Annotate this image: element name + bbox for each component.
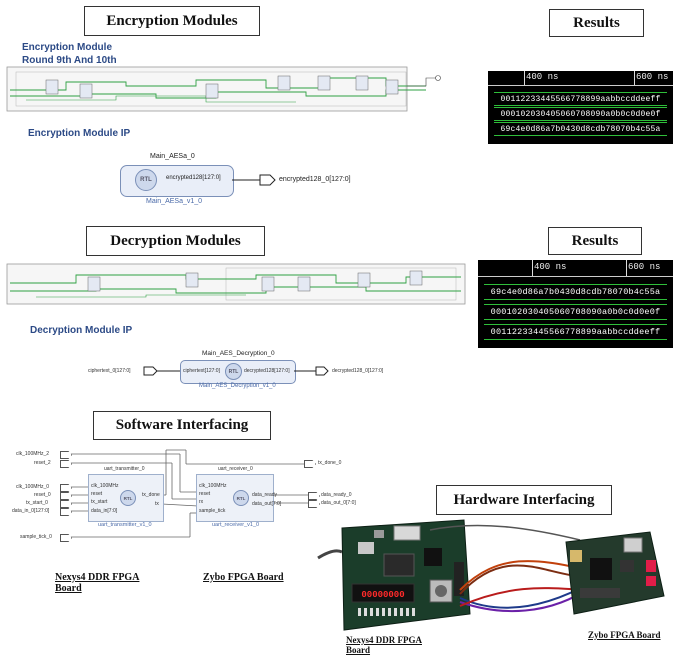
waveform-tick: [532, 260, 533, 276]
waveform-lane: 000102030405060708090a0b0c0d0e0f: [484, 304, 667, 320]
input-port-icon: [60, 492, 72, 500]
tx-port-out: tx_done: [142, 492, 160, 498]
rx-port-out: data_ready: [252, 492, 278, 498]
waveform-value: 00112233445566778899aabbccddeeff: [500, 94, 661, 104]
software-wires: [68, 449, 308, 538]
decryption-ip-port-out: decrypted128[127:0]: [244, 368, 290, 374]
output-port-icon: [308, 492, 320, 500]
decryption-output-wire: [294, 366, 329, 376]
rx-port-in: reset: [199, 491, 211, 497]
waveform-lane: 00112233445566778899aabbccddeeff: [484, 324, 667, 340]
zybo-photo-caption: Zybo FPGA Board: [588, 630, 661, 640]
waveform-tick-label: 400 ns: [534, 262, 567, 272]
encryption-modules-title: Encryption Modules: [84, 6, 260, 36]
encryption-ip-port-out: encrypted128[127:0]: [166, 175, 221, 181]
waveform-tick-label: 600 ns: [636, 72, 669, 82]
waveform-value: 000102030405060708090a0b0c0d0e0f: [490, 307, 661, 317]
top-input-label: reset_2: [34, 460, 51, 466]
waveform-lane: 00112233445566778899aabbccddeeff: [494, 92, 667, 106]
input-port-icon: [60, 534, 72, 542]
rx-port-in: rx: [199, 499, 204, 505]
waveform-lane: 69c4e0d86a7b0430d8cdb78070b4c55a: [494, 122, 667, 136]
encryption-rtl-icon: RTL: [135, 169, 157, 191]
waveform-lane: 000102030405060708090a0b0c0d0e0f: [494, 107, 667, 121]
uart-receiver-block[interactable]: [196, 474, 274, 522]
rx-caption: uart_receiver_v1_0: [212, 522, 260, 528]
waveform-value: 69c4e0d86a7b0430d8cdb78070b4c55a: [490, 287, 661, 297]
encryption-ip-caption: Main_AESa_v1_0: [146, 198, 203, 205]
hardware-interfacing-title: Hardware Interfacing: [436, 485, 612, 515]
tx-rtl-icon: RTL: [120, 490, 136, 506]
output-label: data_ready_0: [321, 492, 352, 498]
seven-segment-display: 00000000: [361, 590, 404, 600]
zybo-board-caption: Zybo FPGA Board: [203, 572, 284, 583]
encryption-heading-line2: Round 9th And 10th: [22, 55, 117, 66]
decryption-input-wire: [143, 366, 180, 376]
tx-port-in: clk_100MHz: [91, 483, 119, 489]
nexys-board-caption: Nexys4 DDR FPGA Board: [55, 572, 140, 594]
tx-port-in: data_in[7:0]: [91, 508, 118, 514]
output-port-icon: [308, 500, 320, 508]
left-input-label: tx_start_0: [26, 500, 48, 506]
tx-instance-label: uart_transmitter_0: [104, 466, 145, 472]
results-title-1: Results: [549, 9, 644, 37]
tx-port-in: reset: [91, 491, 103, 497]
nexys4-board-image: 00000000: [317, 519, 471, 631]
left-input-label: clk_100MHz_0: [16, 484, 50, 490]
input-port-icon: [60, 484, 72, 492]
waveform-tick-label: 600 ns: [628, 262, 661, 272]
waveform-ruler: [478, 260, 673, 277]
input-port-icon: [60, 508, 72, 516]
decryption-round-schematic: [6, 263, 466, 305]
waveform-ruler: [488, 71, 673, 86]
waveform-tick: [626, 260, 627, 276]
encryption-output-net: encrypted128_0[127:0]: [279, 176, 351, 183]
waveform-tick: [634, 71, 635, 85]
waveform-value: 69c4e0d86a7b0430d8cdb78070b4c55a: [500, 124, 661, 134]
waveform-value: 00112233445566778899aabbccddeeff: [490, 327, 661, 337]
waveform-tick-label: 400 ns: [526, 72, 559, 82]
waveform-value: 000102030405060708090a0b0c0d0e0f: [500, 109, 661, 119]
encryption-ip-instance: Main_AESa_0: [150, 153, 195, 160]
rx-port-in: sample_tick: [199, 508, 226, 514]
output-label: data_out_0[7:0]: [321, 500, 356, 506]
left-input-label: data_in_0[127:0]: [12, 508, 50, 514]
tx-caption: uart_transmitter_v1_0: [98, 522, 152, 528]
rx-port-out: data_out[7:0]: [252, 501, 282, 507]
tx-done-output-label: tx_done_0: [318, 460, 342, 466]
decryption-ip-instance: Main_AES_Decryption_0: [202, 350, 275, 357]
decryption-input-net: ciphertext_0[127:0]: [88, 368, 131, 374]
waveform-lane: 69c4e0d86a7b0430d8cdb78070b4c55a: [484, 284, 667, 300]
sample-tick-label: sample_tick_0: [20, 534, 52, 540]
output-port-icon: [304, 460, 316, 468]
decryption-rtl-icon: RTL: [225, 363, 242, 380]
input-port-icon: [60, 460, 72, 468]
results-waveform-1: 400 ns 600 ns 00112233445566778899aabbcc…: [488, 71, 673, 144]
results-waveform-2: 400 ns 600 ns 69c4e0d86a7b0430d8cdb78070…: [478, 260, 673, 348]
decryption-output-net: decrypted128_0[127:0]: [332, 368, 384, 374]
tx-port-out: tx: [155, 501, 159, 507]
left-input-label: reset_0: [34, 492, 51, 498]
decryption-ip-caption: Main_AES_Decryption_v1_0: [199, 383, 276, 389]
rx-rtl-icon: RTL: [233, 490, 249, 506]
rx-instance-label: uart_receiver_0: [218, 466, 253, 472]
input-port-icon: [60, 500, 72, 508]
nexys-photo-caption: Nexys4 DDR FPGA Board: [346, 635, 422, 655]
encryption-output-wire: [232, 174, 276, 186]
top-input-label: clk_100MHz_2: [16, 451, 50, 457]
software-interfacing-title: Software Interfacing: [93, 411, 271, 440]
decryption-ip-port-in: ciphertext[127:0]: [183, 368, 220, 374]
decryption-ip-heading: Decryption Module IP: [30, 325, 133, 336]
encryption-round-schematic: [6, 66, 441, 112]
input-port-icon: [60, 451, 72, 459]
rx-port-in: clk_100MHz: [199, 483, 227, 489]
encryption-heading-line1: Encryption Module: [22, 42, 112, 53]
waveform-tick: [524, 71, 525, 85]
results-title-2: Results: [548, 227, 642, 255]
tx-port-in: tx_start: [91, 499, 108, 505]
decryption-modules-title: Decryption Modules: [86, 226, 265, 256]
zybo-board-image: [565, 531, 665, 615]
encryption-ip-heading: Encryption Module IP: [28, 128, 131, 139]
